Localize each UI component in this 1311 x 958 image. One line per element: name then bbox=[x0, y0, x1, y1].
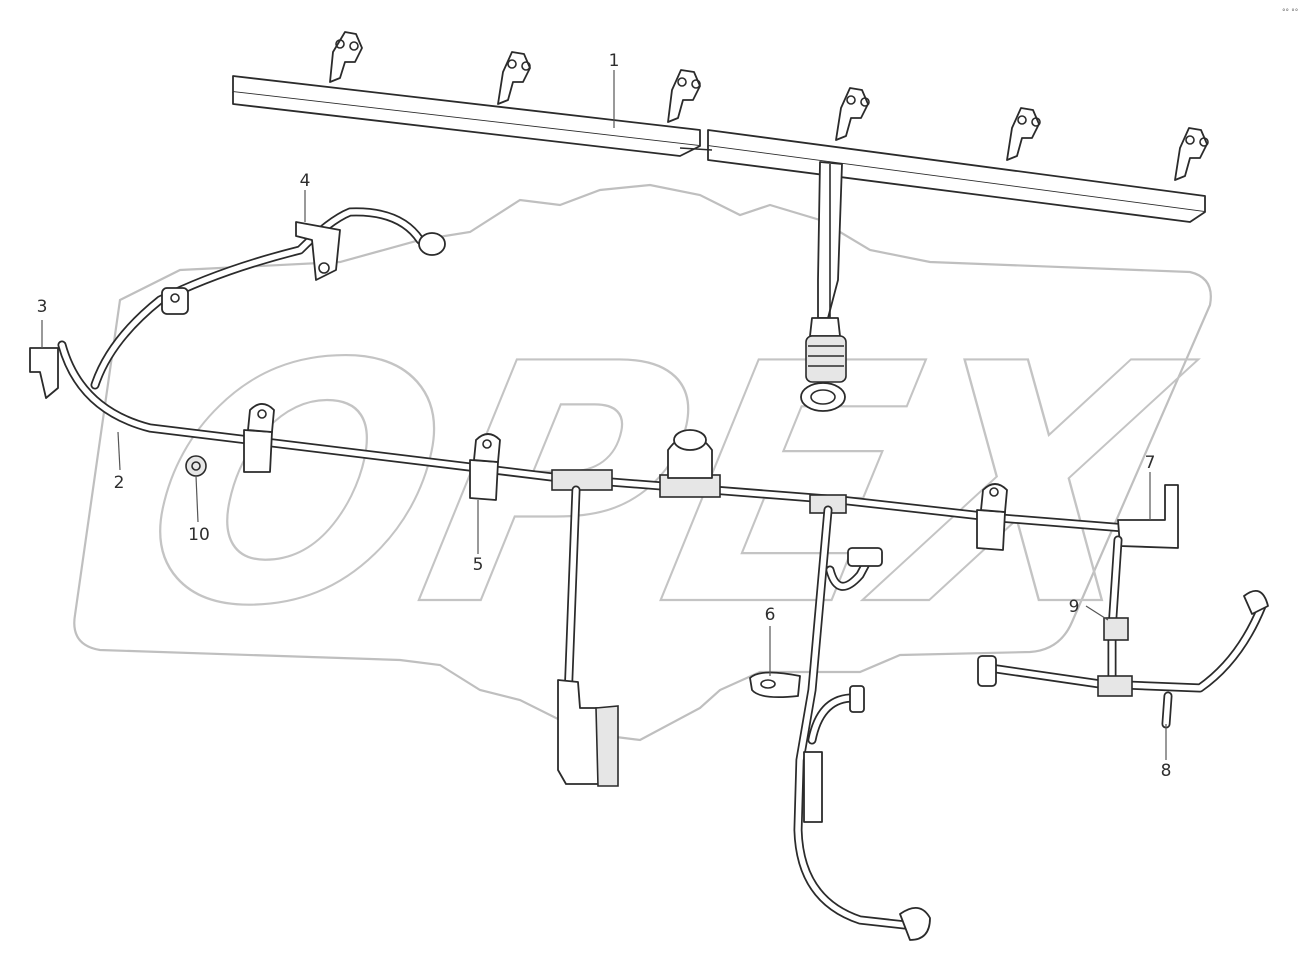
watermark-gear-outline bbox=[73, 183, 1212, 742]
callout-leaders bbox=[41, 70, 1167, 760]
callout-3: 3 bbox=[37, 297, 48, 317]
callout-5: 5 bbox=[473, 555, 484, 575]
callout-6: 6 bbox=[765, 605, 776, 625]
callout-7: 7 bbox=[1145, 453, 1156, 473]
callout-2: 2 bbox=[114, 473, 125, 493]
callout-1: 1 bbox=[609, 51, 620, 71]
callout-4: 4 bbox=[300, 171, 311, 191]
corner-mark: °° °° bbox=[1282, 8, 1298, 16]
callout-8: 8 bbox=[1161, 761, 1172, 781]
main-harness bbox=[29, 207, 1269, 941]
injector-harness-rail bbox=[232, 31, 1209, 412]
callout-labels: 1 2 3 4 5 6 7 8 9 10 bbox=[37, 51, 1172, 781]
callout-10: 10 bbox=[188, 525, 210, 545]
callout-9: 9 bbox=[1069, 597, 1080, 617]
